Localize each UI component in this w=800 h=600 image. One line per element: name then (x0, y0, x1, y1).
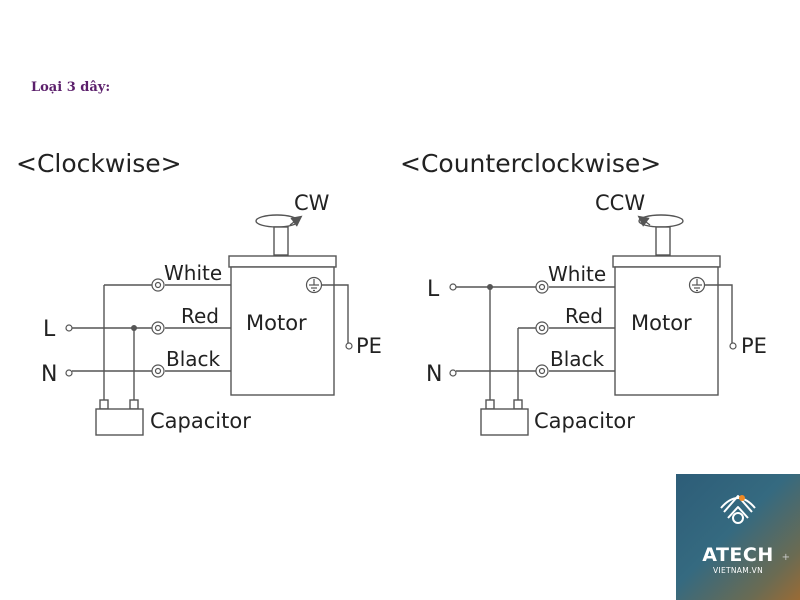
ccw-motor-label: Motor (631, 311, 692, 335)
ccw-terminal-red (535, 321, 549, 335)
ccw-motor-body (614, 266, 719, 396)
cw-motor-flange (228, 255, 337, 268)
cw-line-n-label: N (41, 362, 57, 387)
ccw-pe-label: PE (741, 334, 767, 358)
cw-wire-red-label: Red (181, 304, 219, 328)
ccw-terminal-black (535, 364, 549, 378)
cw-wire-black-label: Black (166, 347, 221, 371)
atech-logo: ATECH VIETNAM.VN + (676, 474, 800, 600)
cw-l-terminal (65, 324, 73, 332)
cw-ground-icon (305, 276, 323, 294)
cw-pe-label: PE (356, 334, 382, 358)
cw-capacitor-label: Capacitor (150, 409, 251, 433)
cw-terminal-white (151, 278, 165, 292)
ccw-n-terminal (449, 369, 457, 377)
ccw-wires (456, 286, 615, 402)
cw-rotation-icon (255, 214, 303, 228)
ccw-pe-wire (705, 284, 733, 344)
ccw-ground-icon (688, 276, 706, 294)
cw-line-l-label: L (43, 317, 56, 342)
cw-motor-shaft (273, 226, 289, 256)
ccw-capacitor (480, 399, 529, 436)
cw-wire-white-label: White (164, 261, 222, 285)
ccw-wire-red-label: Red (565, 304, 603, 328)
cw-wires (72, 284, 231, 402)
section-heading: Loại 3 dây: (31, 80, 111, 95)
cw-pe-terminal (345, 342, 353, 350)
logo-domain: VIETNAM.VN (713, 566, 763, 575)
clockwise-diagram: <Clockwise> CW Motor PE (16, 149, 382, 436)
ccw-l-terminal (449, 283, 457, 291)
ccw-pe-terminal (729, 342, 737, 350)
logo-emblem-icon (720, 495, 756, 524)
ccw-line-l-label: L (427, 277, 440, 302)
cw-capacitor (95, 399, 144, 436)
ccw-rotation-label: CCW (595, 191, 645, 215)
ccw-capacitor-label: Capacitor (534, 409, 635, 433)
cw-n-terminal (65, 369, 73, 377)
counterclockwise-diagram: <Counterclockwise> CCW Motor PE (400, 149, 767, 436)
clockwise-title: <Clockwise> (16, 149, 182, 178)
ccw-terminal-white (535, 280, 549, 294)
cw-junction-dot (131, 325, 137, 331)
cw-rotation-label: CW (294, 191, 330, 215)
ccw-junction-dot (487, 284, 493, 290)
ccw-motor-flange (612, 255, 721, 268)
cw-terminal-red (151, 321, 165, 335)
ccw-wire-white-label: White (548, 262, 606, 286)
ccw-motor-shaft (655, 226, 671, 256)
ccw-line-n-label: N (426, 362, 442, 387)
plus-icon: + (781, 552, 790, 563)
cw-terminal-black (151, 364, 165, 378)
counterclockwise-title: <Counterclockwise> (400, 149, 661, 178)
ccw-rotation-icon (637, 214, 684, 228)
cw-pe-wire (322, 284, 349, 344)
logo-wordmark: ATECH (702, 544, 774, 566)
ccw-wire-black-label: Black (550, 347, 605, 371)
cw-motor-label: Motor (246, 311, 307, 335)
